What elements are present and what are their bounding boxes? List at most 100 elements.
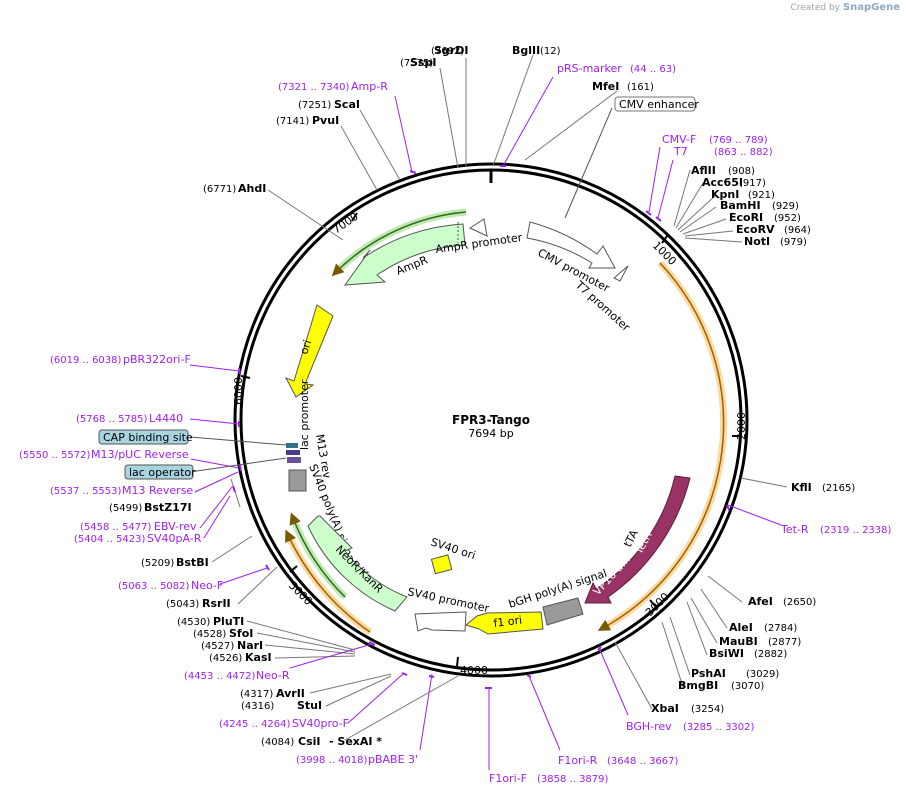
lac-promoter-label: lac promoter (298, 379, 311, 450)
cmv-enhancer-label: CMV enhancer (619, 98, 699, 111)
site-name[interactable]: SfoI (229, 627, 253, 640)
site-name[interactable]: - SexAI * (329, 735, 382, 748)
site-name[interactable]: EcoRI (729, 211, 763, 224)
site-position: (929) (772, 201, 799, 212)
tick-4000 (456, 656, 459, 667)
site-name[interactable]: NarI (237, 639, 263, 652)
plasmid-size: 7694 bp (468, 427, 513, 440)
sv40-promoter-feature[interactable] (414, 611, 467, 632)
tick-7000 (351, 212, 358, 222)
sv40-ori-feature[interactable] (430, 554, 453, 575)
site-name[interactable]: EcoRV (736, 223, 775, 236)
credit-prefix: Created by (790, 3, 840, 13)
ampr-cds-arc (331, 211, 467, 277)
site-name[interactable]: KasI (245, 651, 272, 664)
lac-promoter-mark[interactable] (286, 443, 298, 448)
site-position: (161) (627, 82, 654, 93)
site-position: (4084) (261, 737, 294, 748)
ampr-feature[interactable] (343, 223, 466, 286)
primer-name[interactable]: Amp-R (351, 80, 388, 93)
site-position: (2165) (822, 483, 855, 494)
site-name[interactable]: MfeI (592, 80, 619, 93)
cmv-promoter-feature[interactable] (526, 221, 616, 269)
site-name[interactable]: NotI (744, 235, 770, 248)
site-name[interactable]: SspI (410, 56, 436, 69)
primer-range: (5768 .. 5785) (76, 414, 148, 425)
site-name[interactable]: BamHI (720, 199, 761, 212)
backbone-outer (233, 162, 749, 678)
site-name[interactable]: MauBI (719, 635, 758, 648)
site-name[interactable]: AfeI (748, 595, 773, 608)
site-name[interactable]: ScaI (334, 98, 360, 111)
site-name[interactable]: XbaI (651, 702, 679, 715)
cap-binding-site-box[interactable] (98, 429, 189, 445)
site-position: (964) (784, 225, 811, 236)
m13-rev-mark[interactable] (286, 450, 300, 455)
site-name[interactable]: BglII (512, 44, 540, 57)
primer-name[interactable]: pRS-marker (557, 62, 622, 75)
f1-ori-feature[interactable] (464, 611, 544, 635)
site-name[interactable]: AflII (691, 164, 716, 177)
site-position: (3070) (731, 681, 764, 692)
site-position: (4317) (240, 689, 273, 700)
sv40-promoter-label: SV40 promoter (406, 585, 490, 615)
site-name[interactable]: KflI (791, 481, 812, 494)
site-name[interactable]: PshAI (691, 667, 726, 680)
primer-range: (863 .. 882) (714, 147, 773, 158)
primer-range: (5404 .. 5423) (74, 534, 146, 545)
primer-name[interactable]: L4440 (149, 412, 183, 425)
site-name[interactable]: AvrII (276, 687, 305, 700)
tick-label-2000: 2000 (735, 412, 748, 440)
site-name[interactable]: SgrDI (434, 44, 468, 57)
bgh-polya-feature[interactable] (542, 597, 584, 626)
primer-name[interactable]: SV40pA-R (147, 532, 202, 545)
plasmid-name: FPR3-Tango (452, 413, 530, 427)
primer-name[interactable]: F1ori-F (489, 772, 527, 785)
primer-name[interactable]: pBR322ori-F (123, 353, 191, 366)
primer-name[interactable]: Neo-R (256, 669, 290, 682)
site-name[interactable]: CsiI (298, 735, 320, 748)
ori-feature[interactable] (284, 304, 334, 398)
primer-name[interactable]: pBABE 3' (368, 753, 418, 766)
tta-cds-arc (597, 262, 725, 631)
site-name[interactable]: StuI (297, 699, 322, 712)
primer-name[interactable]: EBV-rev (154, 520, 197, 533)
sv40-polya-feature[interactable] (288, 469, 307, 492)
lac-operator-box[interactable] (124, 464, 194, 480)
site-position: (6771) (203, 184, 236, 195)
primer-name[interactable]: F1ori-R (558, 754, 598, 767)
site-name[interactable]: AhdI (238, 182, 266, 195)
site-name[interactable]: Acc65I (702, 176, 743, 189)
primer-name[interactable]: T7 (673, 145, 688, 158)
primer-range: (3285 .. 3302) (683, 722, 755, 733)
neokan-feature[interactable] (307, 515, 408, 612)
ampr-promoter-feature[interactable] (468, 218, 488, 237)
site-name[interactable]: BmgBI (678, 679, 718, 692)
primer-range: (5537 .. 5553) (50, 486, 122, 497)
primer-name[interactable]: Tet-R (780, 523, 809, 536)
site-position: (7575) (400, 58, 433, 69)
tick-1000 (661, 235, 668, 244)
primer-name[interactable]: SV40pro-F (292, 717, 349, 730)
tick-6000 (240, 375, 251, 379)
tta-feature[interactable] (584, 475, 691, 604)
site-position: (908) (728, 166, 755, 177)
site-name[interactable]: PluTI (213, 615, 244, 628)
primer-name[interactable]: M13 Reverse (122, 484, 193, 497)
primer-name[interactable]: M13/pUC Reverse (91, 448, 189, 461)
t7-promoter-feature[interactable] (613, 265, 629, 282)
site-leaders (211, 54, 788, 741)
site-name[interactable]: BsiWI (709, 647, 744, 660)
site-name[interactable]: PvuI (312, 114, 339, 127)
lac-operator-mark[interactable] (287, 457, 301, 463)
site-name[interactable]: KpnI (711, 188, 739, 201)
primer-name[interactable]: CMV-F (662, 133, 696, 146)
primer-range: (5458 .. 5477) (80, 522, 152, 533)
site-name[interactable]: BstZ17I (144, 501, 192, 514)
primer-name[interactable]: Neo-F (191, 579, 223, 592)
site-name[interactable]: AleI (729, 621, 753, 634)
site-name[interactable]: RsrII (202, 597, 231, 610)
primer-name[interactable]: BGH-rev (626, 720, 672, 733)
site-name[interactable]: BstBI (176, 556, 209, 569)
cmv-enhancer-box[interactable] (614, 96, 696, 112)
